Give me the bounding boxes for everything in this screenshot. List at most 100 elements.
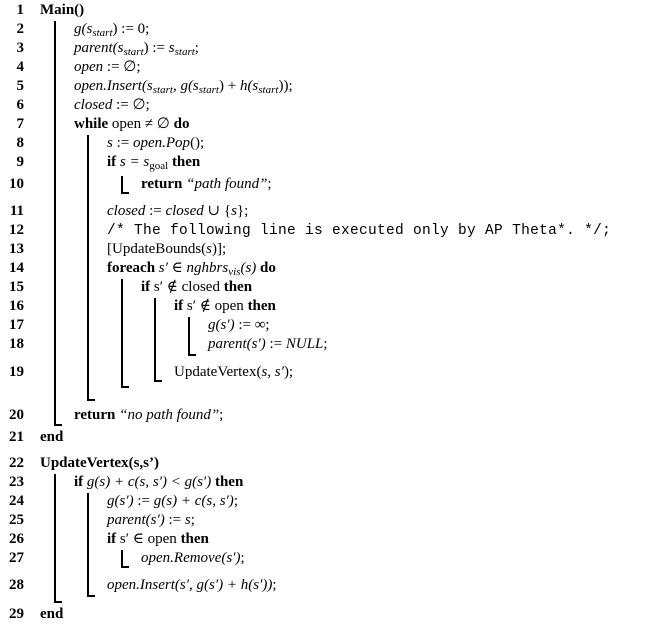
code-line: open.Insert(s′, g(s′) + h(s′));: [107, 576, 277, 594]
line-number: 24: [9, 493, 24, 509]
block-bar-updatevertex: [54, 474, 56, 602]
line-number: 1: [16, 2, 25, 18]
code-segment: start: [174, 46, 195, 58]
code-segment: , g(s: [172, 78, 199, 94]
code-segment: ) +: [218, 78, 240, 94]
code-segment: s′ ∈: [155, 260, 187, 276]
line-number: 10: [9, 176, 24, 192]
code-segment: if: [74, 474, 84, 490]
code-line: open.Remove(s′);: [141, 549, 245, 567]
code-segment: UpdateVertex(s,s’): [40, 455, 160, 471]
code-segment: s′ ∉ closed: [150, 279, 224, 295]
code-segment: “no path found”: [115, 407, 220, 423]
block-bar-if-in-open: [121, 550, 123, 568]
code-segment: s =: [116, 154, 144, 170]
line-number: 19: [9, 364, 24, 380]
code-segment: s, s′: [261, 364, 284, 380]
code-segment: ;: [194, 40, 199, 56]
line-number: 11: [9, 203, 24, 219]
code-segment: “path found”: [182, 176, 268, 192]
code-segment: then: [247, 298, 276, 314]
code-segment: ;: [323, 336, 328, 352]
code-segment: := ∅;: [103, 59, 141, 75]
block-bar-if-open-end: [188, 354, 196, 356]
block-bar-foreach-end: [121, 386, 129, 388]
line-number: 21: [9, 429, 24, 445]
code-segment: :=: [145, 203, 166, 219]
code-line: parent(s′) := NULL;: [208, 335, 328, 353]
code-line: g(s′) := ∞;: [208, 316, 270, 334]
code-segment: s: [143, 154, 150, 170]
code-segment: open.Remove(s′): [141, 550, 241, 566]
code-segment: parent(s′): [208, 336, 266, 352]
code-segment: s′ ∉ open: [183, 298, 248, 314]
block-bar-while: [87, 135, 89, 400]
line-number: 8: [16, 135, 25, 151]
block-bar-if-in-open-end: [121, 566, 129, 568]
code-segment: parent(s: [74, 40, 124, 56]
code-segment: if: [107, 531, 117, 547]
code-line: foreach s′ ∈ nghbrsvis(s) do: [107, 259, 276, 278]
code-line: s := open.Pop();: [107, 134, 204, 152]
code-segment: g(s: [74, 21, 93, 37]
code-line: closed := closed ∪ {s};: [107, 202, 248, 220]
code-line: open := ∅;: [74, 58, 141, 76]
block-bar-updatevertex-end: [54, 601, 62, 603]
line-number: 7: [16, 116, 25, 132]
line-number: 5: [16, 78, 25, 94]
code-line: end: [40, 428, 63, 446]
code-segment: )];: [212, 241, 227, 257]
code-segment: ;: [219, 407, 224, 423]
line-number: 14: [9, 260, 24, 276]
code-segment: s: [206, 241, 212, 257]
code-line: [UpdateBounds(s)];: [107, 240, 226, 258]
code-segment: );: [283, 364, 294, 380]
block-bar-while-end: [87, 399, 95, 401]
code-segment: s: [168, 40, 175, 56]
code-segment: ();: [190, 135, 205, 151]
code-line: parent(s′) := s;: [107, 511, 195, 529]
code-segment: open.Insert(s′, g(s′) + h(s′)): [107, 577, 273, 593]
line-number: 17: [9, 317, 24, 333]
code-segment: ∪ {: [203, 203, 232, 219]
code-segment: nghbrs: [186, 260, 229, 276]
code-segment: ) := 0;: [112, 21, 150, 37]
code-segment: (s): [240, 260, 261, 276]
block-bar-main: [54, 21, 56, 425]
line-number: 25: [9, 512, 24, 528]
code-line: if g(s) + c(s, s′) < g(s′) then: [74, 473, 243, 491]
code-segment: h(s: [239, 78, 259, 94]
line-number: 29: [9, 606, 24, 622]
code-segment: while: [74, 116, 109, 132]
block-bar-if-closed-end: [154, 380, 162, 382]
code-segment: start: [198, 84, 219, 96]
code-segment: if: [174, 298, 184, 314]
code-segment: ));: [278, 78, 293, 94]
code-segment: do: [260, 260, 276, 276]
code-line: g(sstart) := 0;: [74, 20, 150, 39]
code-segment: ;: [267, 176, 272, 192]
code-line: closed := ∅;: [74, 96, 150, 114]
code-segment: do: [173, 116, 190, 132]
code-segment: s: [107, 135, 113, 151]
block-bar-main-end: [54, 424, 62, 426]
code-segment: foreach: [107, 260, 156, 276]
code-segment: s′ ∈ open: [116, 531, 181, 547]
code-segment: open: [74, 59, 104, 75]
line-number: 9: [16, 154, 25, 170]
code-segment: start: [123, 46, 144, 58]
code-segment: end: [40, 429, 64, 445]
line-number: 6: [16, 97, 25, 113]
block-bar-if-open: [188, 317, 190, 356]
line-number: 15: [9, 279, 24, 295]
code-segment: := ∞;: [234, 317, 270, 333]
code-line: end: [40, 605, 63, 623]
code-line: Main(): [40, 1, 84, 19]
code-segment: if: [141, 279, 151, 295]
code-segment: := ∅;: [112, 97, 150, 113]
code-line: UpdateVertex(s,s’): [40, 454, 159, 472]
line-number: 20: [9, 407, 24, 423]
code-segment: ;: [240, 550, 245, 566]
line-number: 4: [16, 59, 25, 75]
code-segment: then: [214, 474, 244, 490]
